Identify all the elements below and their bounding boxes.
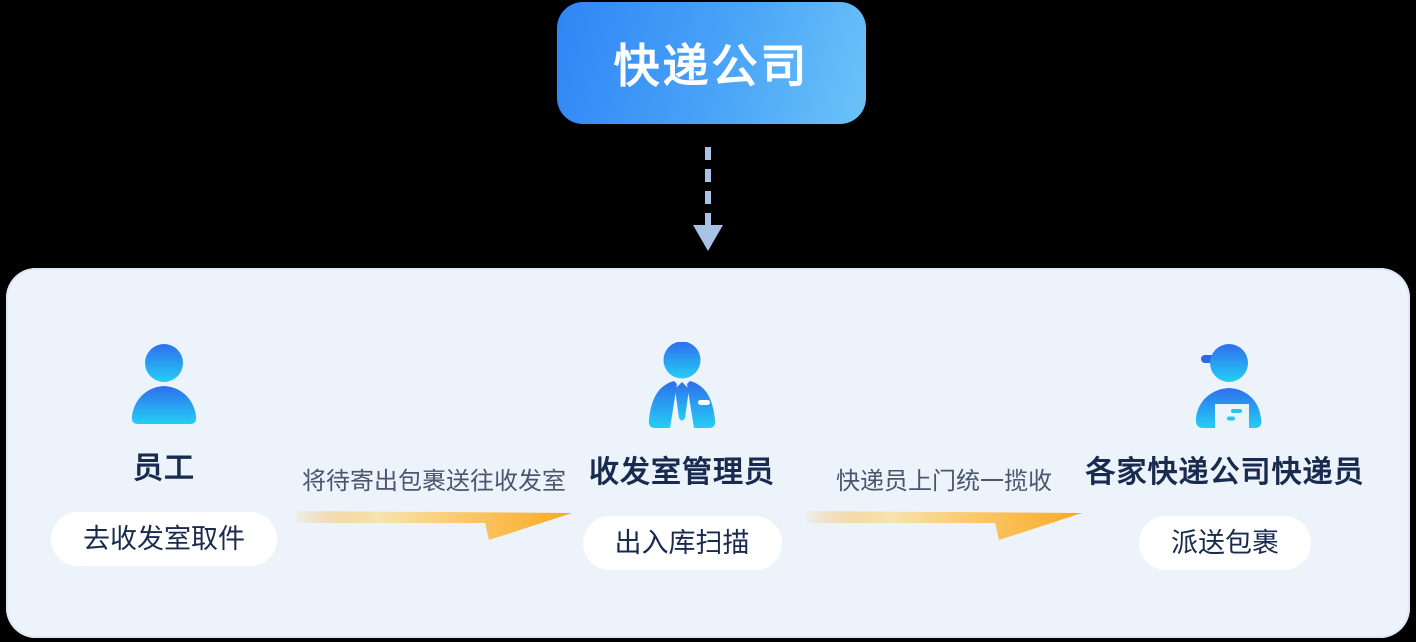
title-label: 快递公司 — [613, 40, 810, 92]
flow-step-1: 将待寄出包裹送往收发室 — [293, 466, 575, 542]
role-employee: 员工 去收发室取件 — [14, 344, 314, 566]
flow-step-2: 快递员上门统一揽收 — [803, 466, 1085, 542]
role-name: 员工 — [133, 452, 195, 485]
title-card: 快递公司 — [557, 2, 866, 124]
flow-arrow-icon — [295, 511, 572, 540]
flow-label: 将待寄出包裹送往收发室 — [302, 468, 566, 495]
role-action-pill: 出入库扫描 — [582, 516, 782, 570]
courier-icon — [1195, 344, 1262, 428]
role-name: 收发室管理员 — [589, 456, 775, 489]
role-courier: 各家快递公司快递员 派送包裹 — [1055, 344, 1395, 570]
flow-label: 快递员上门统一揽收 — [836, 468, 1052, 495]
flow-arrow-icon — [805, 511, 1082, 540]
user-icon — [131, 344, 197, 424]
role-action-pill: 派送包裹 — [1139, 516, 1311, 570]
role-action-pill: 去收发室取件 — [51, 512, 277, 566]
role-name: 各家快递公司快递员 — [1085, 456, 1365, 489]
process-panel: 员工 去收发室取件 将待寄出包裹送往收发室 — [6, 268, 1410, 638]
role-mailroom-manager: 收发室管理员 出入库扫描 — [532, 342, 832, 570]
down-arrow-icon — [693, 147, 723, 251]
manager-icon — [648, 342, 716, 428]
